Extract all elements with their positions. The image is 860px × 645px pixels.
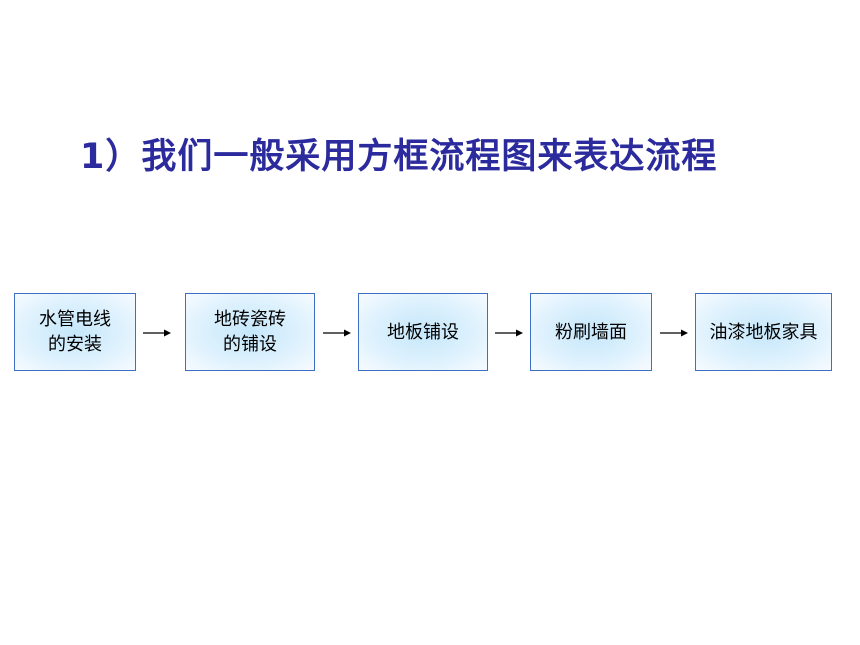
flow-step-floor-tiles: 地砖瓷砖 的铺设	[185, 293, 315, 371]
flow-step-floor-laying: 地板铺设	[358, 293, 488, 371]
flow-step-varnish-furniture: 油漆地板家具	[695, 293, 832, 371]
right-arrow-icon	[323, 329, 351, 337]
flow-step-wall-painting: 粉刷墙面	[530, 293, 652, 371]
right-arrow-icon	[143, 329, 171, 337]
right-arrow-icon	[660, 329, 688, 337]
flow-step-plumbing-wiring: 水管电线 的安装	[14, 293, 136, 371]
right-arrow-icon	[495, 329, 523, 337]
page-title: 1）我们一般采用方框流程图来表达流程	[80, 137, 718, 177]
